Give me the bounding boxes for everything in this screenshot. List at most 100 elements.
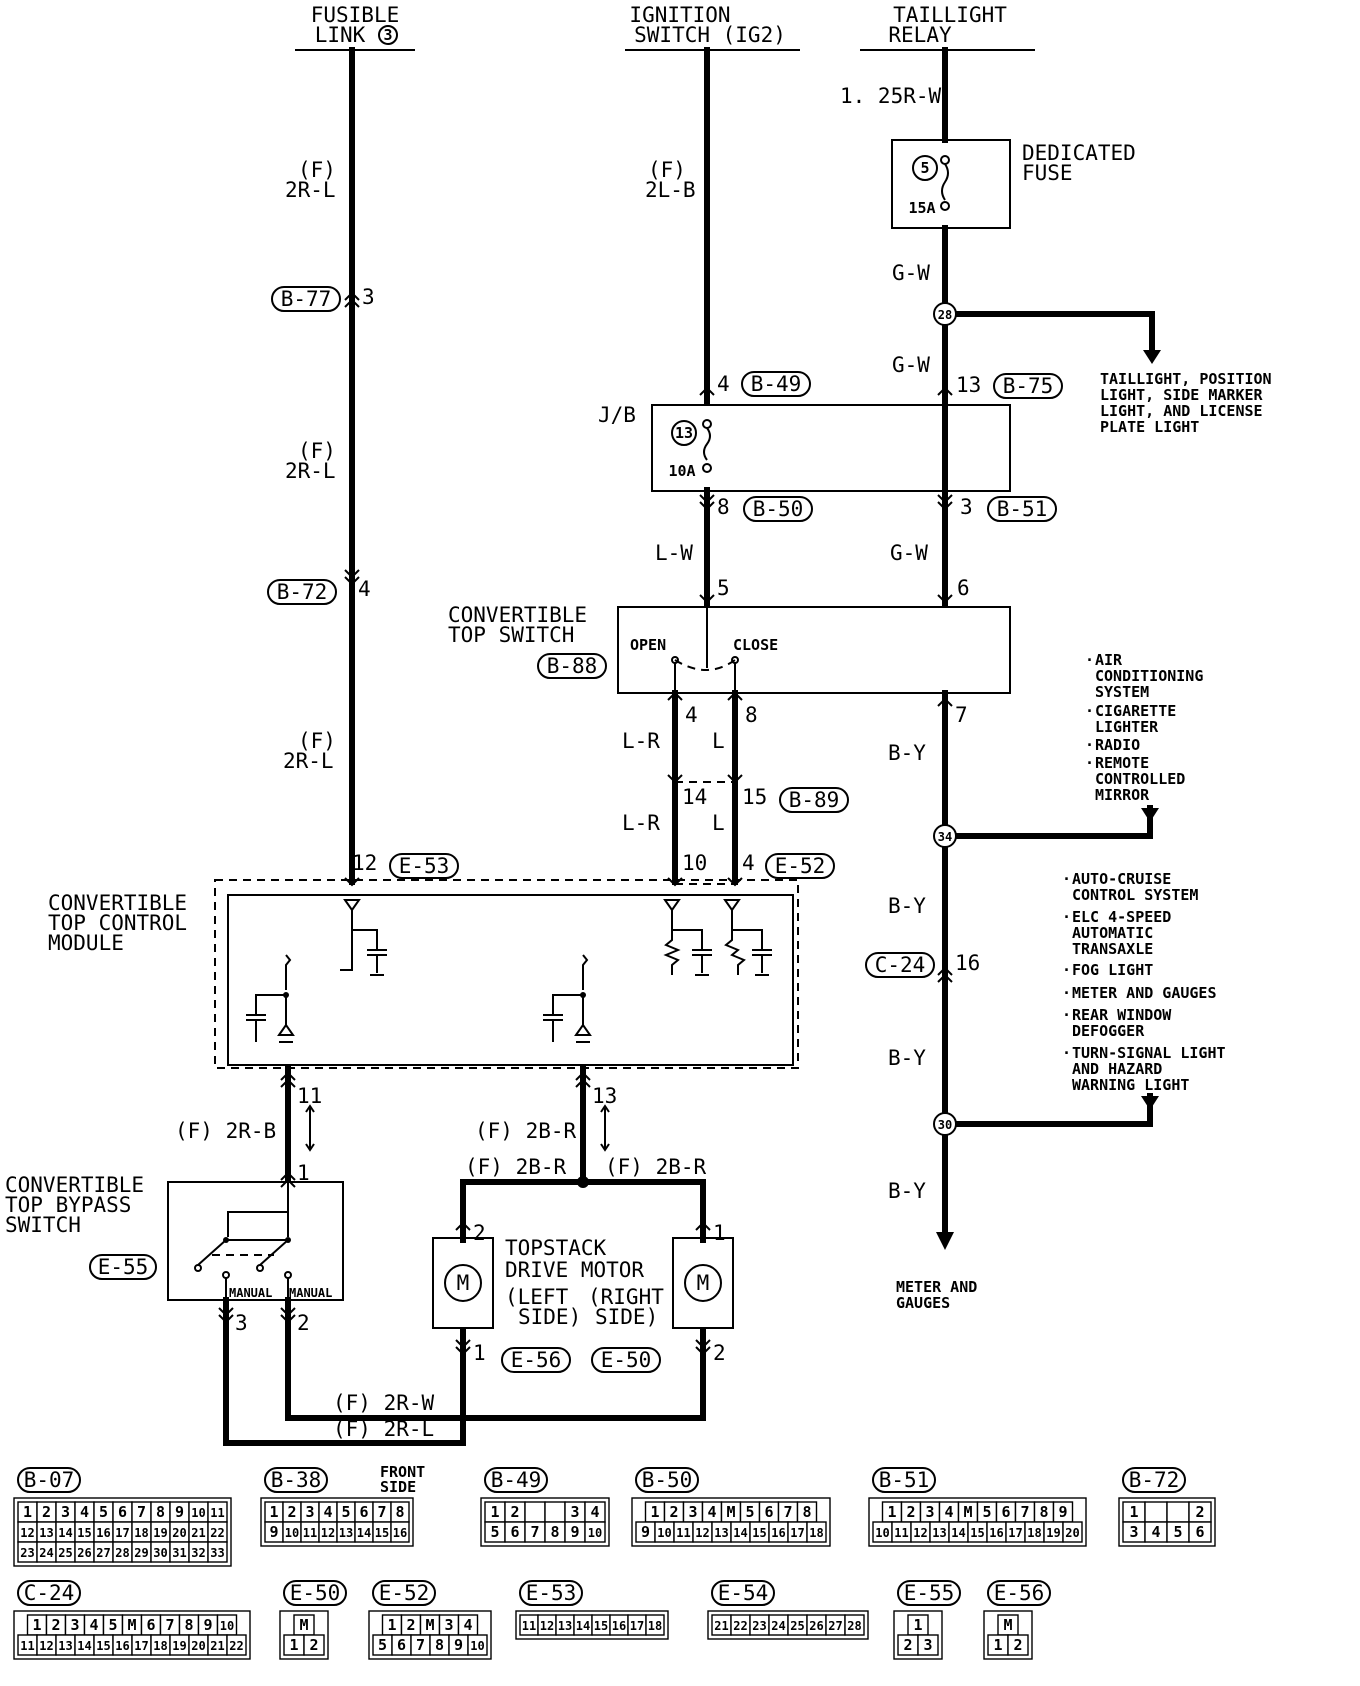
connector-pin-label: 7: [165, 1616, 174, 1634]
connector-pin-label: 3: [70, 1616, 79, 1634]
connector-pin-label: 8: [550, 1523, 559, 1541]
tag-c24: C-24: [865, 952, 935, 978]
connector-pin: [1188, 1521, 1212, 1543]
connector-pin-label: 6: [510, 1523, 519, 1541]
svg-text:3: 3: [235, 1311, 248, 1335]
splice-dot: [577, 1176, 589, 1188]
connector-pin: [917, 1634, 939, 1656]
dedicated-fuse-label-2: FUSE: [1022, 161, 1073, 185]
connector-pin-label: 2: [309, 1636, 318, 1654]
connector-view-title: B-49: [491, 1468, 542, 1492]
connector-pin-label: 2: [906, 1503, 915, 1521]
bypass-switch-label-2: TOP BYPASS: [5, 1193, 131, 1217]
svg-text:7: 7: [955, 703, 968, 727]
connector-pin-label: 5: [108, 1616, 117, 1634]
junction-block: J/B 13 10A: [598, 402, 1011, 494]
connector-pin-label: 1: [387, 1616, 396, 1634]
fl-wire-label-3b: 2R-L: [283, 749, 334, 773]
svg-text:·: ·: [1085, 754, 1094, 772]
connector-pin-label: 4: [89, 1616, 98, 1634]
junction-30: 30: [933, 1112, 957, 1136]
connector-pin: [524, 1501, 546, 1523]
connector-pin-label: 3: [570, 1503, 579, 1521]
svg-text:B-51: B-51: [997, 497, 1048, 521]
connector-view-note: SIDE: [380, 1478, 416, 1496]
svg-text:C-24: C-24: [875, 953, 926, 977]
svg-text:1: 1: [713, 1221, 726, 1245]
connector-view-title: B-50: [642, 1468, 693, 1492]
connector-pin-label: 5: [490, 1523, 499, 1541]
svg-text:TOPSTACK: TOPSTACK: [505, 1236, 607, 1260]
connector-pin-label: 5: [341, 1503, 350, 1521]
connector-pin: [1144, 1501, 1168, 1523]
connector-pin-label: 6: [764, 1503, 773, 1521]
svg-text:CONTROLLED: CONTROLLED: [1095, 770, 1185, 788]
svg-text:8: 8: [745, 703, 758, 727]
connector-pin-label: 3: [688, 1503, 697, 1521]
2br-label-1: (F) 2B-R: [475, 1119, 577, 1143]
convertible-top-switch: CONVERTIBLE TOP SWITCH OPEN CLOSE: [448, 603, 1011, 694]
connector-pin-label: 3: [923, 1636, 932, 1654]
tag-b51: B-51: [987, 496, 1057, 522]
connector-view-title: E-55: [904, 1581, 955, 1605]
connector-pin-label: 14: [733, 1526, 747, 1540]
branch-30-wire: [942, 1093, 1153, 1127]
svg-text:2: 2: [297, 1311, 310, 1335]
bypass-switch-label-1: CONVERTIBLE: [5, 1173, 144, 1197]
svg-text:·: ·: [1062, 870, 1071, 888]
2rb-label: (F) 2R-B: [175, 1119, 276, 1143]
svg-text:LIGHT, SIDE MARKER: LIGHT, SIDE MARKER: [1100, 386, 1264, 404]
svg-text:·: ·: [1062, 984, 1071, 1002]
connector-pin-label: 16: [96, 1526, 110, 1540]
connector-pin-label: 8: [395, 1503, 404, 1521]
connector-pin-label: 17: [134, 1639, 148, 1653]
connector-pin-label: 8: [156, 1503, 165, 1521]
2br-label-3: (F) 2B-R: [605, 1155, 707, 1179]
connector-pin-label: 24: [39, 1546, 53, 1560]
connector-pin-label: 4: [944, 1503, 953, 1521]
svg-text:ELC 4-SPEED: ELC 4-SPEED: [1072, 908, 1171, 926]
fusible-link-label-1: FUSIBLE: [311, 3, 400, 27]
connector-pin-label: 7: [137, 1503, 146, 1521]
fl-wire-label-3a: (F): [298, 729, 336, 753]
connector-pin-label: 7: [783, 1503, 792, 1521]
junction-28: 28: [933, 302, 957, 326]
connector-pin-label: 13: [714, 1526, 728, 1540]
connector-pin-label: 15: [375, 1526, 389, 1540]
connector-pin-label: 28: [115, 1546, 129, 1560]
connector-pin-label: 9: [570, 1523, 579, 1541]
svg-text:METER AND: METER AND: [896, 1278, 977, 1296]
connector-pin-label: 16: [115, 1639, 129, 1653]
ignition-switch-label-2: SWITCH (IG2): [634, 23, 786, 47]
connector-pin-label: 4: [323, 1503, 332, 1521]
connector-pin-label: 11: [303, 1526, 317, 1540]
connector-pin-label: 2: [510, 1503, 519, 1521]
tag-e56: E-56: [501, 1347, 571, 1373]
tag-e52: E-52: [765, 853, 835, 879]
svg-text:4: 4: [742, 851, 755, 875]
connector-pin-label: 13: [339, 1526, 353, 1540]
connector-pin-label: 5: [745, 1503, 754, 1521]
connector-view-title: E-50: [290, 1581, 341, 1605]
fuse-5-rating: 15A: [908, 199, 935, 217]
connector-pin-label: 4: [80, 1503, 89, 1521]
connector-pin-label: 4: [707, 1503, 716, 1521]
connector-view-note: FRONT: [380, 1463, 425, 1481]
svg-text:B-88: B-88: [547, 654, 598, 678]
connector-pin: [844, 1614, 865, 1636]
connector-pin-label: 1: [993, 1636, 1002, 1654]
connector-pin-label: 26: [809, 1619, 823, 1633]
branch-34-wire: [942, 805, 1153, 839]
connector-pin-label: M: [299, 1616, 308, 1634]
topstack-drive-motor-left: M: [432, 1237, 494, 1329]
connector-pin-label: 10: [875, 1526, 889, 1540]
lr-label-2: L-R: [622, 811, 660, 835]
connector-pin: [467, 1634, 488, 1656]
motor-labels: TOPSTACK DRIVE MOTOR (LEFT SIDE) (RIGHT …: [505, 1236, 664, 1329]
